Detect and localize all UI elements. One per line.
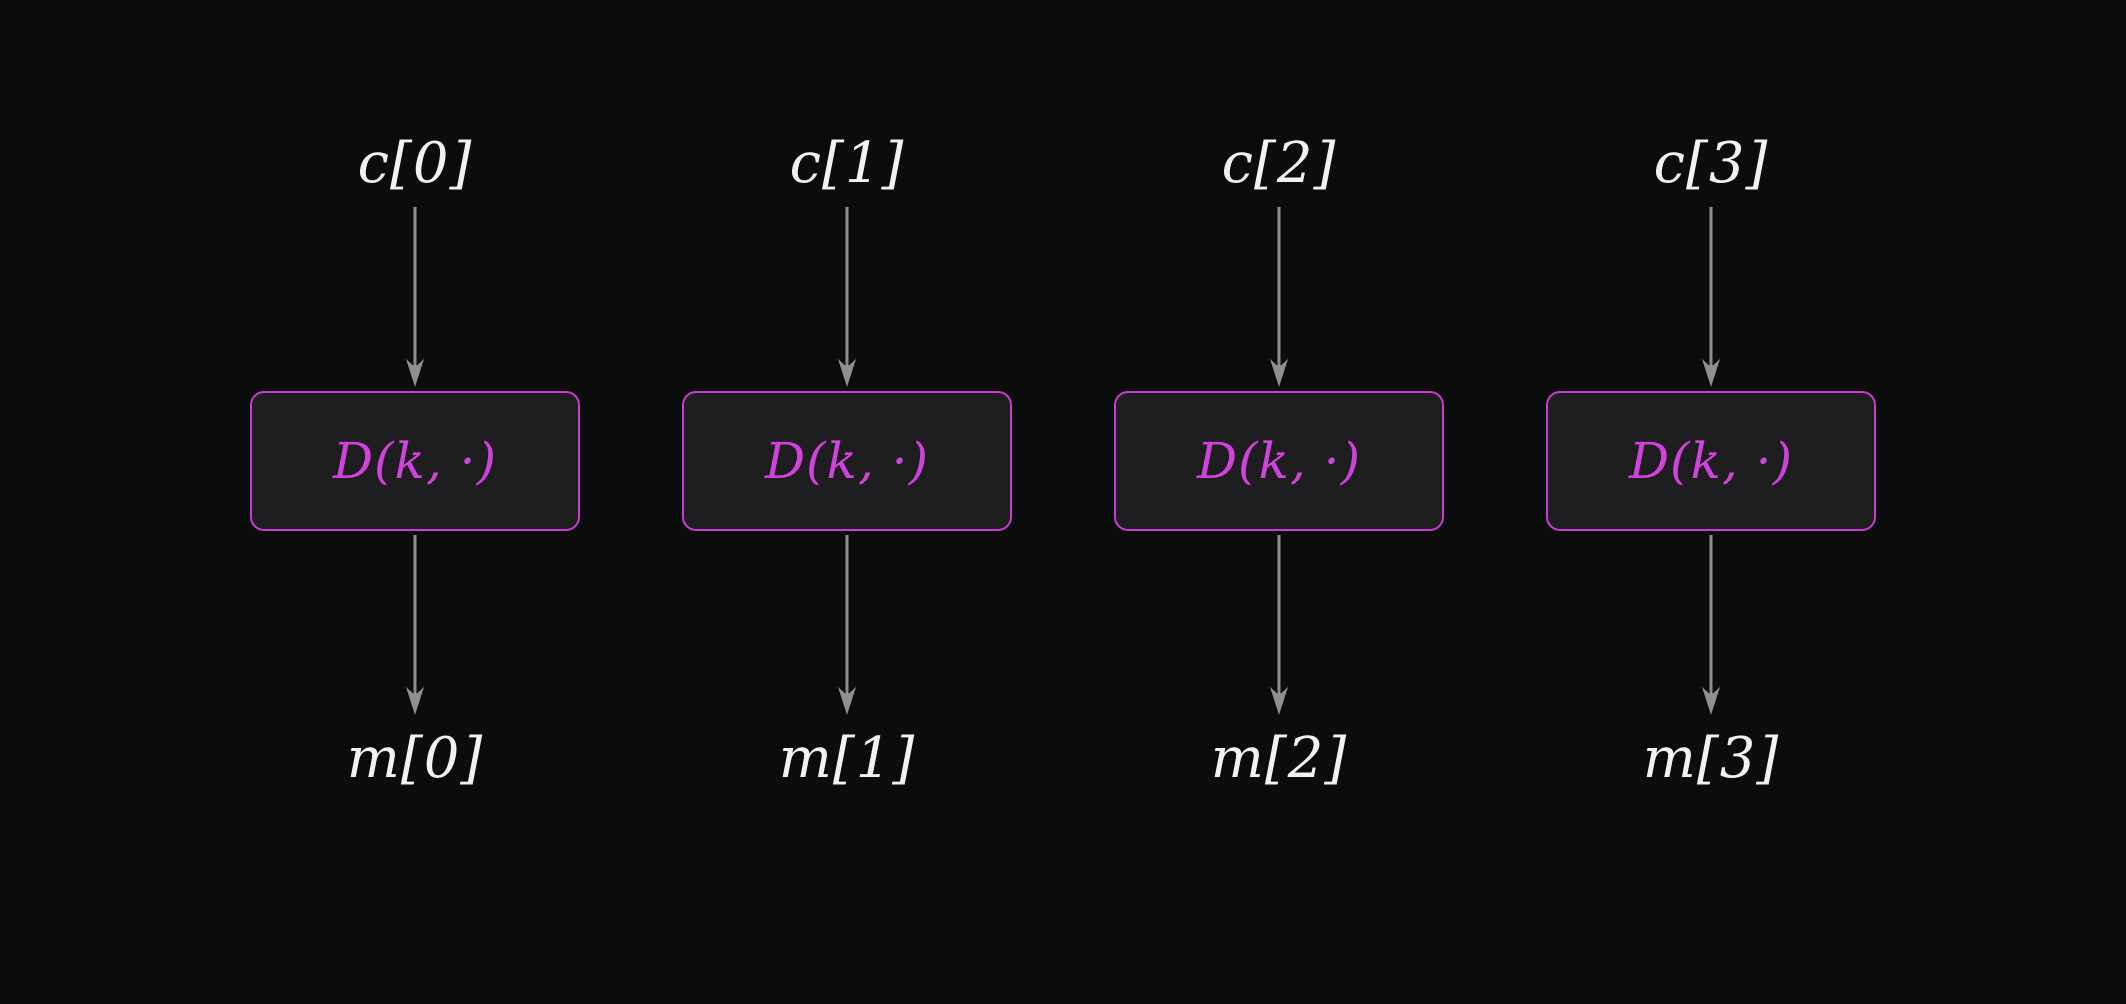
ciphertext-label: c[2] <box>1221 131 1337 196</box>
down-arrow-icon <box>406 535 424 716</box>
ciphertext-label: c[1] <box>789 131 905 196</box>
plaintext-label: m[2] <box>1210 726 1348 792</box>
ciphertext-label: c[0] <box>357 131 473 196</box>
decrypt-function-label: D(k, ·) <box>332 432 498 491</box>
decrypt-box: D(k, ·) <box>682 391 1012 532</box>
decrypt-function-label: D(k, ·) <box>1628 432 1794 491</box>
cipher-column: c[2] D(k, ·) m[2] <box>1112 130 1446 792</box>
decrypt-box: D(k, ·) <box>1546 391 1876 532</box>
decrypt-box: D(k, ·) <box>250 391 580 532</box>
cipher-column: c[3] D(k, ·) m[3] <box>1544 130 1878 792</box>
down-arrow-icon <box>1270 535 1288 716</box>
cipher-column: c[0] D(k, ·) m[0] <box>248 130 582 792</box>
decrypt-box: D(k, ·) <box>1114 391 1444 532</box>
plaintext-label: m[1] <box>778 726 916 792</box>
plaintext-label: m[3] <box>1642 726 1780 792</box>
cipher-column: c[1] D(k, ·) m[1] <box>680 130 1014 792</box>
decryption-diagram: c[0] D(k, ·) m[0] c[1] D(k, ·) m[1] c[2] <box>248 130 1878 792</box>
plaintext-label: m[0] <box>346 726 484 792</box>
down-arrow-icon <box>406 207 424 388</box>
down-arrow-icon <box>1270 207 1288 388</box>
down-arrow-icon <box>838 535 856 716</box>
ciphertext-label: c[3] <box>1653 131 1769 196</box>
down-arrow-icon <box>1702 535 1720 716</box>
decrypt-function-label: D(k, ·) <box>764 432 930 491</box>
down-arrow-icon <box>1702 207 1720 388</box>
down-arrow-icon <box>838 207 856 388</box>
decrypt-function-label: D(k, ·) <box>1196 432 1362 491</box>
